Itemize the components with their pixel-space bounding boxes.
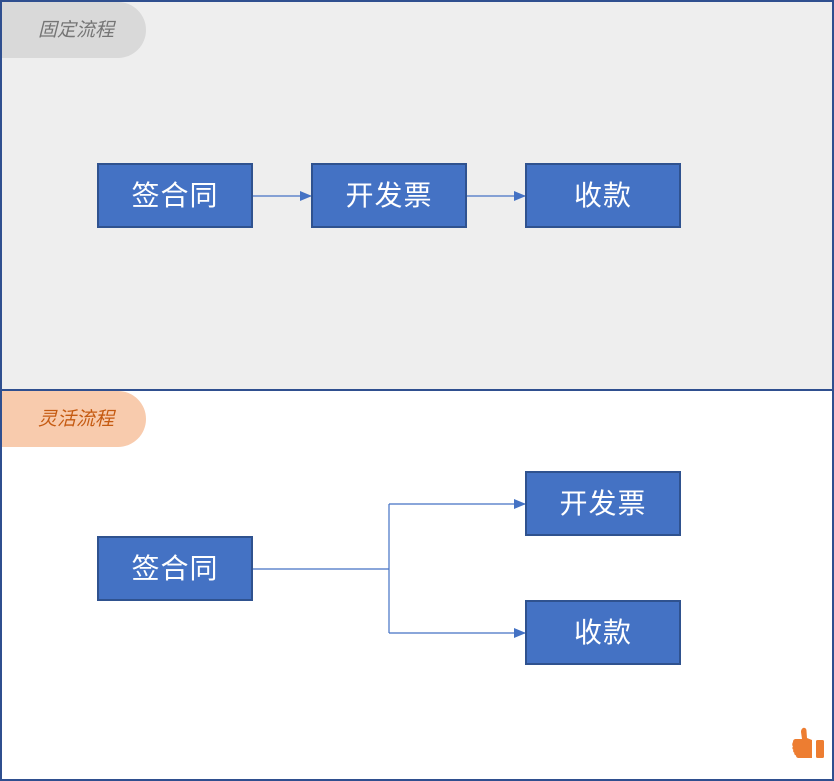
fixed-step-payment: 收款 — [525, 163, 681, 228]
panel-divider — [0, 389, 834, 391]
fixed-step-invoice: 开发票 — [311, 163, 467, 228]
flex-branch-payment: 收款 — [525, 600, 681, 665]
flexible-flow-tag: 灵活流程 — [2, 391, 146, 447]
fixed-step-contract: 签合同 — [97, 163, 253, 228]
flex-step-contract: 签合同 — [97, 536, 253, 601]
flex-branch-invoice: 开发票 — [525, 471, 681, 536]
thumbs-up-icon — [792, 727, 824, 758]
fixed-flow-tag: 固定流程 — [2, 2, 146, 58]
